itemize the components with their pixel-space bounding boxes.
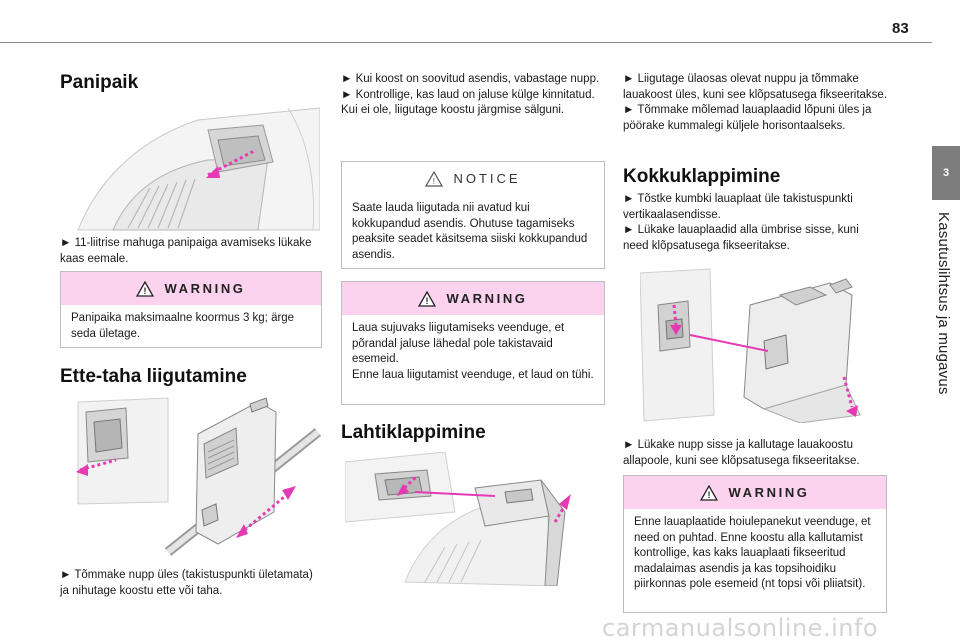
warning-box-fold: ! WARNING Enne lauaplaatide hoiulepaneku… (623, 475, 887, 613)
slide-instruction: ► Tõmmake nupp üles (takistuspunkti ület… (60, 569, 313, 597)
notice-triangle-icon: ! (425, 170, 444, 187)
page-number: 83 (892, 20, 909, 37)
watermark: carmanualsonline.info (602, 614, 879, 642)
warning-box-armrest: ! WARNING Panipaika maksimaalne koormus … (60, 271, 322, 348)
slide-illustration (76, 397, 322, 556)
unfold-illustration (345, 452, 571, 586)
warning-text: Laua sujuvaks liigutamiseks veenduge, et… (352, 322, 594, 381)
armrest-instruction: ► 11-liitrise mahuga panipaiga avamiseks… (60, 237, 312, 265)
svg-text:!: ! (433, 177, 438, 186)
fold-instruction-final: ► Lükake nupp sisse ja kallutage lauakoo… (623, 439, 860, 467)
heading-unfold: Lahtiklappimine (341, 422, 486, 443)
warning-label: WARNING (446, 291, 528, 306)
notice-text: Saate lauda liigutada nii avatud kui kok… (352, 202, 588, 261)
warning-triangle-icon: ! (136, 280, 155, 297)
armrest-illustration (77, 107, 320, 231)
fold-illustration (640, 268, 861, 423)
unfold-instruction: ► Liigutage ülaosas olevat nuppu ja tõmm… (623, 73, 888, 132)
header-divider (0, 42, 932, 43)
warning-label: WARNING (728, 485, 810, 500)
heading-armrest: Panipaik (60, 72, 139, 93)
slide-instruction-continued: ► Kui koost on soovitud asendis, vabasta… (341, 73, 600, 116)
heading-slide: Ette-taha liigutamine (60, 366, 247, 387)
warning-triangle-icon: ! (418, 290, 437, 307)
warning-text: Panipaika maksimaalne koormus 3 kg; ärge… (71, 312, 295, 340)
svg-text:!: ! (426, 296, 432, 306)
warning-label: WARNING (164, 281, 246, 296)
notice-box: ! NOTICE Saate lauda liigutada nii avatu… (341, 161, 605, 269)
warning-box-slide: ! WARNING Laua sujuvaks liigutamiseks ve… (341, 281, 605, 405)
notice-label: NOTICE (453, 171, 521, 186)
svg-text:!: ! (144, 286, 150, 296)
heading-fold: Kokkuklappimine (623, 166, 781, 187)
chapter-title: Kasutuslihtsus ja mugavus (935, 212, 952, 395)
chapter-tab[interactable]: 3 (932, 146, 960, 200)
warning-text: Enne lauaplaatide hoiulepanekut veenduge… (634, 516, 871, 590)
fold-instruction: ► Tõstke kumbki lauaplaat üle takistuspu… (623, 193, 859, 252)
warning-triangle-icon: ! (700, 484, 719, 501)
svg-text:!: ! (708, 490, 714, 500)
